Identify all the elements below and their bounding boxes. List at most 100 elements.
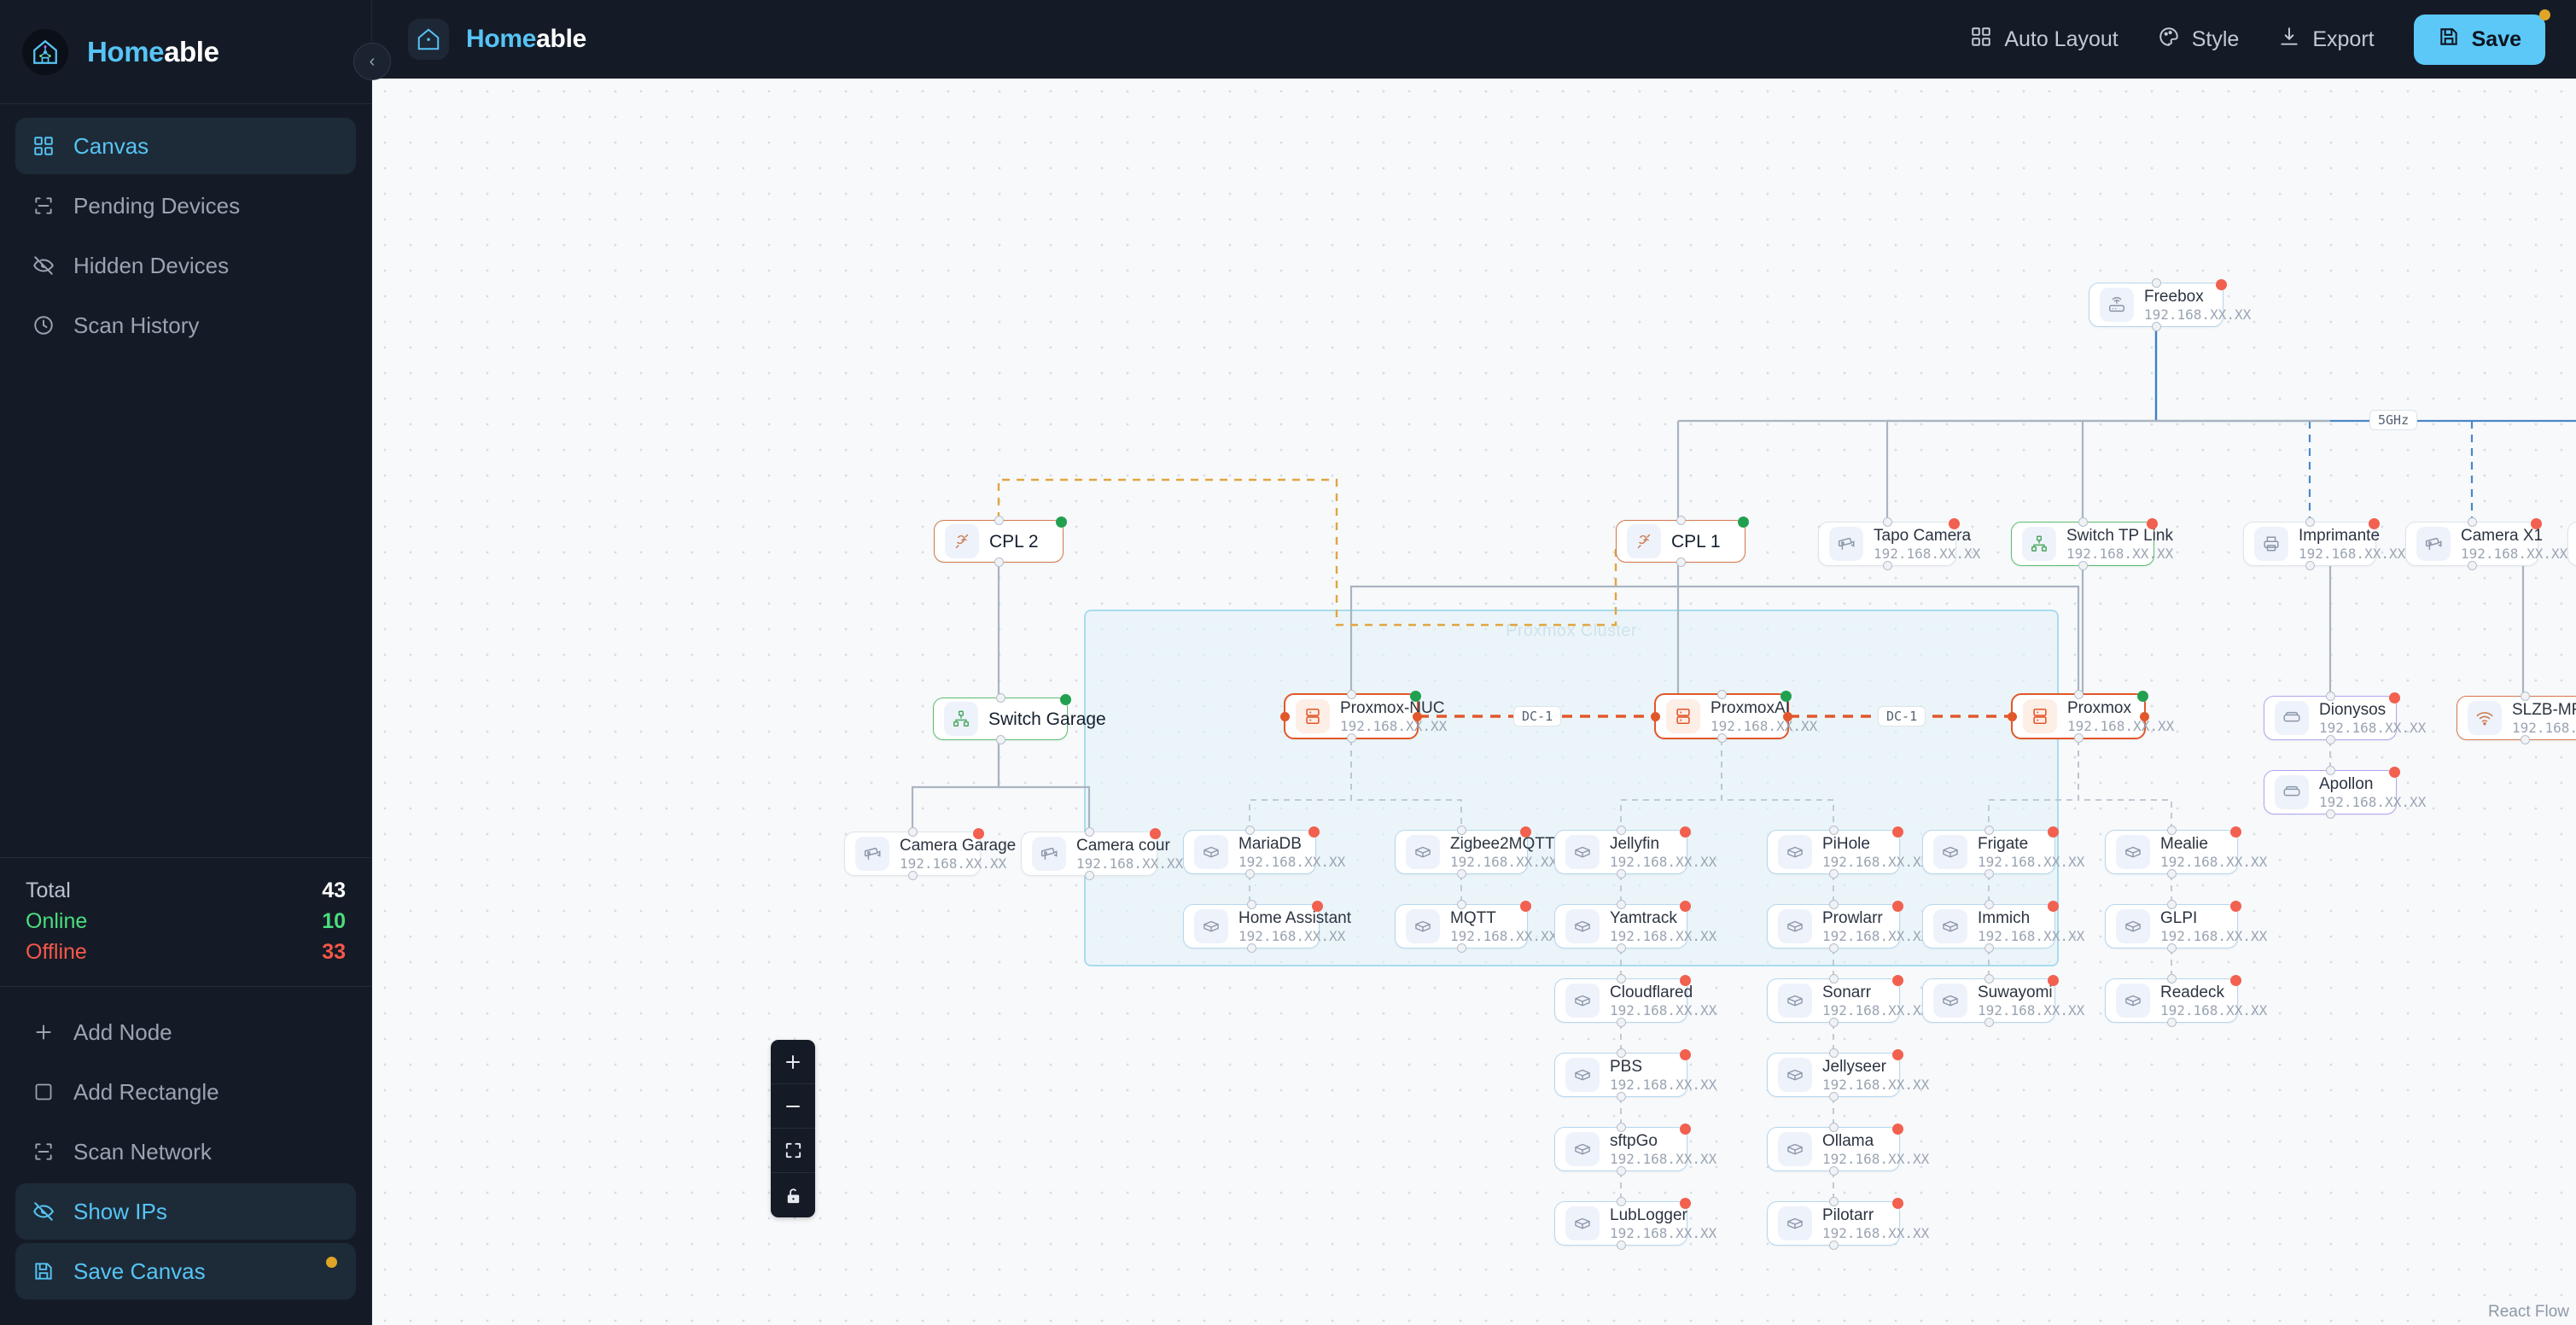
node-handle-top[interactable] — [2305, 517, 2315, 527]
node-handle-bottom[interactable] — [2325, 735, 2335, 744]
device-node-slzb[interactable]: SLZB-MR1 ZB192.168.XX.XX — [2457, 692, 2576, 744]
lock-toggle-button[interactable] — [771, 1173, 815, 1217]
node-handle-bottom[interactable] — [2166, 943, 2177, 953]
node-handle-bottom[interactable] — [2467, 561, 2477, 570]
sidebar-collapse-button[interactable]: ‹ — [353, 43, 391, 80]
export-button[interactable]: Export — [2278, 26, 2375, 54]
device-node-cpl2[interactable]: CPL 2 — [934, 516, 1067, 567]
node-handle-top[interactable] — [1084, 827, 1094, 837]
node-handle-bottom[interactable] — [1616, 943, 1626, 953]
node-handle-bottom[interactable] — [2073, 733, 2084, 743]
node-handle-top[interactable] — [1616, 1197, 1626, 1206]
node-handle-top[interactable] — [2073, 690, 2084, 699]
node-handle-top[interactable] — [1616, 974, 1626, 984]
node-handle-bottom[interactable] — [994, 557, 1004, 567]
sidebar-item-scan-history[interactable]: Scan History — [15, 297, 356, 353]
network-canvas[interactable]: Proxmox Cluster — [372, 79, 2576, 1325]
node-handle-bottom[interactable] — [1716, 733, 1727, 743]
node-handle-top[interactable] — [1616, 826, 1626, 835]
fit-view-button[interactable] — [771, 1129, 815, 1173]
node-handle-top[interactable] — [2166, 826, 2177, 835]
node-handle-top[interactable] — [2325, 766, 2335, 775]
node-handle-bottom[interactable] — [1828, 1240, 1839, 1250]
node-handle-bottom[interactable] — [2325, 809, 2335, 819]
save-canvas-button[interactable]: Save Canvas — [15, 1243, 356, 1299]
device-node-switchgar[interactable]: Switch Garage — [933, 693, 1106, 744]
node-handle-bottom[interactable] — [2151, 322, 2161, 331]
node-handle-bottom[interactable] — [1828, 869, 1839, 878]
node-handle-right[interactable] — [2140, 711, 2149, 721]
node-handle-bottom[interactable] — [1882, 561, 1892, 570]
zoom-in-button[interactable] — [771, 1040, 815, 1084]
node-handle-bottom[interactable] — [1828, 943, 1839, 953]
save-button[interactable]: Save — [2413, 9, 2550, 65]
node-handle-top[interactable] — [2325, 692, 2335, 701]
node-handle-top[interactable] — [2467, 517, 2477, 527]
node-handle-top[interactable] — [2151, 278, 2161, 288]
node-handle-bottom[interactable] — [2305, 561, 2315, 570]
node-handle-bottom[interactable] — [2078, 561, 2088, 570]
auto-layout-button[interactable]: Auto Layout — [1970, 26, 2118, 54]
node-handle-top[interactable] — [1828, 1123, 1839, 1132]
node-handle-top[interactable] — [1828, 1197, 1839, 1206]
node-handle-bottom[interactable] — [1616, 1166, 1626, 1176]
node-handle-left[interactable] — [1280, 711, 1290, 721]
node-handle-top[interactable] — [1616, 1048, 1626, 1058]
node-handle-bottom[interactable] — [1984, 1018, 1994, 1027]
node-handle-left[interactable] — [2008, 711, 2017, 721]
node-handle-bottom[interactable] — [1676, 557, 1686, 567]
node-handle-bottom[interactable] — [907, 871, 918, 880]
device-node-camx2[interactable]: Camera X2192.168.XX.XX — [2567, 522, 2576, 566]
node-handle-top[interactable] — [995, 693, 1005, 703]
node-handle-bottom[interactable] — [1616, 1092, 1626, 1101]
node-handle-bottom[interactable] — [995, 735, 1005, 744]
node-handle-top[interactable] — [1828, 900, 1839, 909]
scan-network-button[interactable]: Scan Network — [15, 1124, 356, 1180]
node-handle-top[interactable] — [1984, 826, 1994, 835]
node-handle-bottom[interactable] — [1346, 733, 1356, 743]
add-node-button[interactable]: Add Node — [15, 1004, 356, 1060]
node-handle-top[interactable] — [907, 827, 918, 837]
node-handle-top[interactable] — [1676, 516, 1686, 525]
node-handle-bottom[interactable] — [1616, 1018, 1626, 1027]
node-handle-top[interactable] — [2520, 692, 2530, 701]
node-handle-top[interactable] — [2166, 974, 2177, 984]
node-handle-right[interactable] — [1413, 711, 1422, 721]
node-handle-bottom[interactable] — [2166, 869, 2177, 878]
show-ips-toggle[interactable]: Show IPs — [15, 1183, 356, 1240]
node-handle-left[interactable] — [1651, 711, 1660, 721]
node-handle-top[interactable] — [1616, 900, 1626, 909]
node-handle-top[interactable] — [2078, 517, 2088, 527]
node-handle-top[interactable] — [994, 516, 1004, 525]
node-handle-top[interactable] — [1246, 900, 1256, 909]
node-handle-bottom[interactable] — [1456, 869, 1466, 878]
sidebar-item-pending-devices[interactable]: Pending Devices — [15, 178, 356, 234]
node-handle-bottom[interactable] — [1244, 869, 1255, 878]
node-handle-bottom[interactable] — [1828, 1018, 1839, 1027]
node-handle-bottom[interactable] — [1246, 943, 1256, 953]
